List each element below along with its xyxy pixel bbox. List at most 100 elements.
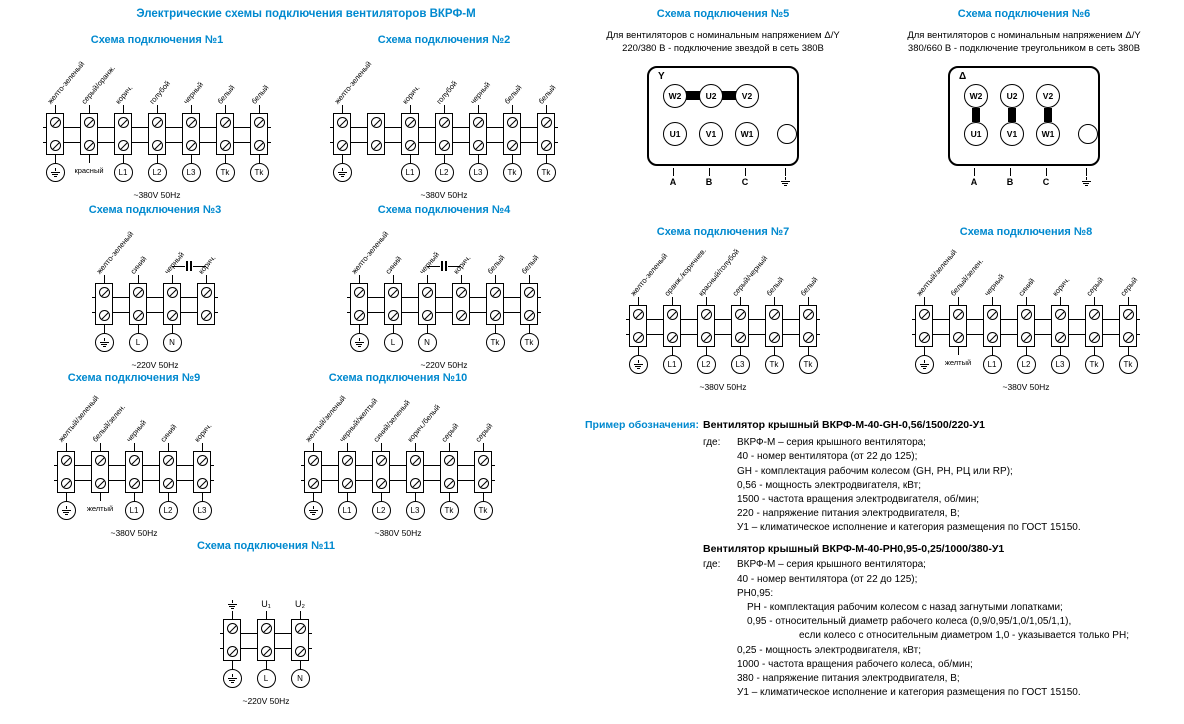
screw-icon bbox=[307, 455, 319, 466]
terminal-label: L1 bbox=[337, 501, 357, 520]
screw-icon bbox=[455, 310, 467, 321]
terminal-block bbox=[401, 113, 419, 155]
ground-terminal bbox=[349, 333, 369, 352]
wire-line bbox=[137, 325, 139, 333]
wire-line bbox=[773, 347, 775, 355]
wire-line bbox=[341, 105, 343, 113]
wire-line bbox=[88, 105, 90, 113]
terminal-bottom: L3 bbox=[185, 501, 219, 525]
terminal-bottom bbox=[215, 669, 249, 693]
terminal-block bbox=[182, 113, 200, 155]
screw-icon bbox=[83, 140, 95, 151]
terminal-block bbox=[304, 451, 322, 493]
terminal-block bbox=[1085, 305, 1103, 347]
screw-icon bbox=[253, 140, 265, 151]
scheme-block-6: Схема подключения №6 Для вентиляторов с … bbox=[888, 8, 1160, 187]
wire-line bbox=[511, 105, 513, 113]
screw-icon bbox=[185, 140, 197, 151]
terminal-block bbox=[367, 113, 385, 155]
example-line: 0,25 - мощность электродвигателя, кВт; bbox=[585, 644, 1182, 658]
wire-label: серый bbox=[473, 420, 494, 444]
wire-label-area: белый bbox=[242, 55, 276, 106]
motor-terminal: V2 bbox=[1036, 83, 1060, 108]
wire-line bbox=[448, 443, 450, 451]
wire-line bbox=[231, 661, 233, 669]
screw-icon bbox=[506, 140, 518, 151]
scheme-title: Схема подключения №4 bbox=[377, 204, 511, 216]
ground-terminal bbox=[56, 501, 76, 520]
ground-bar bbox=[227, 678, 237, 679]
screw-icon bbox=[151, 140, 163, 151]
scheme-title: Схема подключения №8 bbox=[959, 226, 1093, 238]
example-line: где:ВКРФ-М – серия крышного вентилятора; bbox=[585, 436, 1182, 450]
ground-bar bbox=[229, 606, 235, 607]
example-line-prefix: где: bbox=[703, 437, 721, 449]
terminal: корич.L3 bbox=[185, 393, 219, 525]
wire-line bbox=[637, 347, 639, 355]
terminal-label: L3 bbox=[1050, 355, 1070, 374]
capacitor-icon bbox=[172, 261, 206, 271]
wire-line bbox=[448, 493, 450, 501]
screw-icon bbox=[768, 309, 780, 320]
terminal-bottom bbox=[907, 355, 941, 379]
wire-line bbox=[167, 443, 169, 451]
voltage-label: ~380V 50Hz bbox=[374, 528, 422, 538]
ground-bar bbox=[635, 366, 641, 367]
terminal-block bbox=[338, 451, 356, 493]
screw-icon bbox=[294, 646, 306, 657]
screw-icon bbox=[523, 287, 535, 298]
wire-label-area: желтый/зеленый bbox=[49, 393, 100, 443]
wire-line bbox=[312, 493, 314, 501]
page-title: Электрические схемы подключения вентилят… bbox=[136, 8, 476, 20]
example-heading: Пример обозначения:Вентилятор крышный ВК… bbox=[585, 418, 1182, 433]
terminal-label: Tk bbox=[439, 501, 459, 520]
screw-icon bbox=[98, 287, 110, 298]
terminal-block bbox=[629, 305, 647, 347]
screw-icon bbox=[1122, 309, 1134, 320]
screw-icon bbox=[253, 117, 265, 128]
motor-terminal: W1 bbox=[735, 121, 759, 146]
screw-icon bbox=[477, 455, 489, 466]
capacitor-plate bbox=[190, 261, 192, 271]
wire-line bbox=[1093, 297, 1095, 305]
terminal-block bbox=[1017, 305, 1035, 347]
ground-bar bbox=[782, 182, 788, 184]
example-lines-1: где:ВКРФ-М – серия крышного вентилятора;… bbox=[585, 436, 1182, 535]
terminal-bottom: Tk bbox=[432, 501, 466, 525]
example-line: 40 - номер вентилятора (от 22 до 125); bbox=[585, 450, 1182, 464]
screw-icon bbox=[472, 140, 484, 151]
wire-line bbox=[1025, 347, 1027, 355]
wire-line bbox=[122, 155, 124, 163]
terminal: желтый/зеленый bbox=[907, 247, 958, 379]
motor-terminal: U2 bbox=[1000, 83, 1024, 108]
ground-bar bbox=[783, 184, 787, 186]
terminal bbox=[215, 561, 249, 693]
wire-label: корич. bbox=[113, 82, 135, 106]
terminal-label: L3 bbox=[405, 501, 425, 520]
terminal: желто-зеленый bbox=[38, 55, 86, 187]
wire-label-area: белый/зелен. bbox=[83, 393, 127, 443]
screw-icon bbox=[196, 478, 208, 489]
wire-line bbox=[201, 443, 203, 451]
wire-label-area: желтый/зеленый bbox=[296, 393, 347, 443]
terminal-label: L3 bbox=[192, 501, 212, 520]
screw-icon bbox=[438, 117, 450, 128]
wire-line bbox=[477, 155, 479, 163]
screw-icon bbox=[1020, 309, 1032, 320]
terminal-bottom: желтый bbox=[83, 501, 117, 525]
screw-icon bbox=[117, 140, 129, 151]
terminal-label: L1 bbox=[124, 501, 144, 520]
wire-label: серый bbox=[1084, 274, 1105, 298]
wire-label-area: серый bbox=[1077, 247, 1111, 297]
ground-bar bbox=[230, 682, 234, 683]
screw-icon bbox=[404, 117, 416, 128]
ground-bar bbox=[780, 180, 790, 182]
wire-label-area: белый bbox=[791, 247, 825, 298]
wire-line bbox=[477, 105, 479, 113]
wire-line bbox=[65, 493, 67, 501]
terminal-block bbox=[520, 283, 538, 325]
screw-icon bbox=[632, 309, 644, 320]
